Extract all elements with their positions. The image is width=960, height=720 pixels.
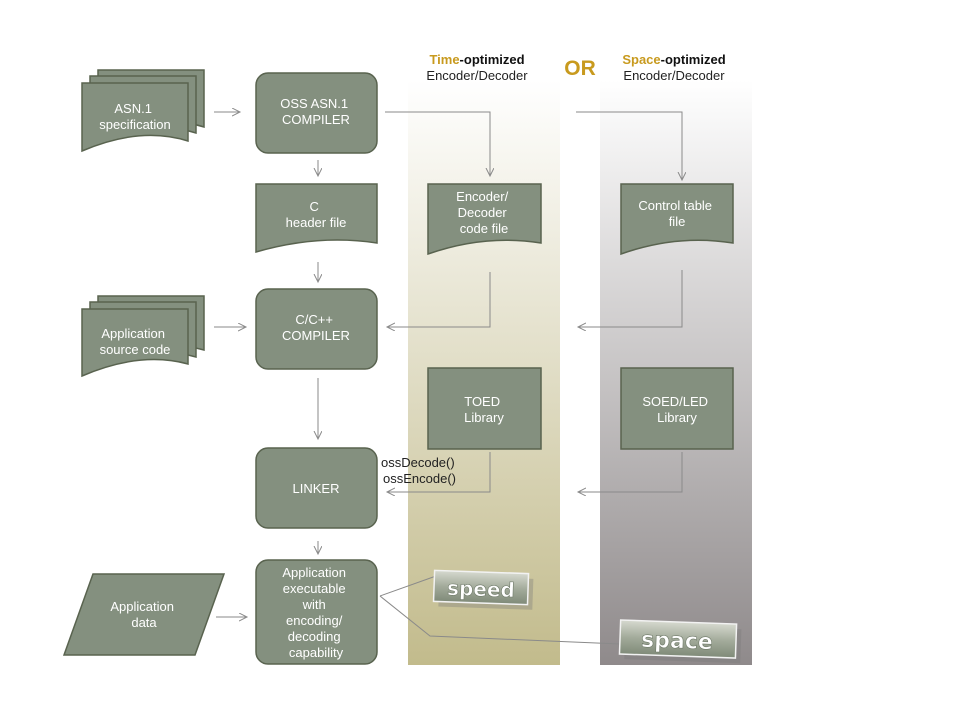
oss-encode-label: ossEncode() bbox=[383, 471, 456, 486]
application-data-node: Application data bbox=[62, 573, 226, 656]
application-source-code-label: Application source code bbox=[100, 326, 171, 357]
space-optimized-subheader: Encoder/Decoder bbox=[623, 68, 725, 83]
time-optimized-header: Time-optimized bbox=[429, 52, 524, 67]
encoder-decoder-code-file-label: Encoder/ Decoder code file bbox=[456, 189, 512, 236]
c-header-file-label: C header file bbox=[286, 199, 347, 230]
control-table-file-label: Control table file bbox=[638, 198, 715, 229]
asn1-specification-label: ASN.1 specification bbox=[99, 101, 171, 132]
oss-asn1-compiler-node: OSS ASN.1 COMPILER bbox=[255, 72, 378, 154]
connectors bbox=[214, 111, 683, 645]
oss-decode-label: ossDecode() bbox=[381, 455, 455, 470]
arrow-compiler-to-control bbox=[576, 111, 682, 180]
application-executable-label: Application executable with encoding/ de… bbox=[282, 565, 349, 660]
space-highlight: Space bbox=[622, 52, 660, 67]
control-table-file-node: Control table file bbox=[620, 183, 734, 256]
arrow-soed-to-linker bbox=[578, 452, 683, 492]
application-data-label: Application data bbox=[110, 599, 177, 630]
linker-node: LINKER bbox=[255, 447, 378, 529]
time-highlight: Time bbox=[429, 52, 459, 67]
arrow-encdec-to-ccompiler bbox=[387, 272, 491, 327]
soed-led-library-label: SOED/LED Library bbox=[642, 394, 711, 425]
c-cpp-compiler-node: C/C++ COMPILER bbox=[255, 288, 378, 370]
oss-asn1-compiler-label: OSS ASN.1 COMPILER bbox=[280, 96, 352, 127]
encoder-decoder-code-file-node: Encoder/ Decoder code file bbox=[427, 183, 542, 256]
c-header-file-node: C header file bbox=[255, 183, 378, 253]
line-exec-to-space bbox=[379, 595, 621, 645]
soed-led-library-node: SOED/LED Library bbox=[620, 367, 734, 450]
arrow-compiler-to-encdec bbox=[385, 111, 490, 176]
line-exec-to-speed bbox=[379, 575, 437, 597]
application-executable-node: Application executable with encoding/ de… bbox=[255, 559, 378, 665]
c-cpp-compiler-label: C/C++ COMPILER bbox=[282, 312, 350, 343]
space-badge: space bbox=[618, 619, 742, 664]
linker-label: LINKER bbox=[293, 481, 340, 496]
toed-library-node: TOED Library bbox=[427, 367, 542, 450]
space-optimized-header: Space-optimized bbox=[622, 52, 725, 67]
application-source-code-node: Application source code bbox=[81, 295, 205, 378]
toed-library-label: TOED Library bbox=[464, 394, 504, 425]
time-rest: -optimized bbox=[460, 52, 525, 67]
or-label: OR bbox=[564, 57, 596, 80]
speed-badge-label: speed bbox=[447, 576, 515, 602]
asn1-specification-node: ASN.1 specification bbox=[81, 69, 205, 153]
arrow-control-to-ccompiler bbox=[578, 270, 683, 327]
arrow-toed-to-linker bbox=[387, 452, 491, 492]
time-optimized-subheader: Encoder/Decoder bbox=[426, 68, 528, 83]
space-rest: -optimized bbox=[661, 52, 726, 67]
space-badge-label: space bbox=[641, 628, 713, 655]
speed-badge: speed bbox=[432, 569, 534, 610]
